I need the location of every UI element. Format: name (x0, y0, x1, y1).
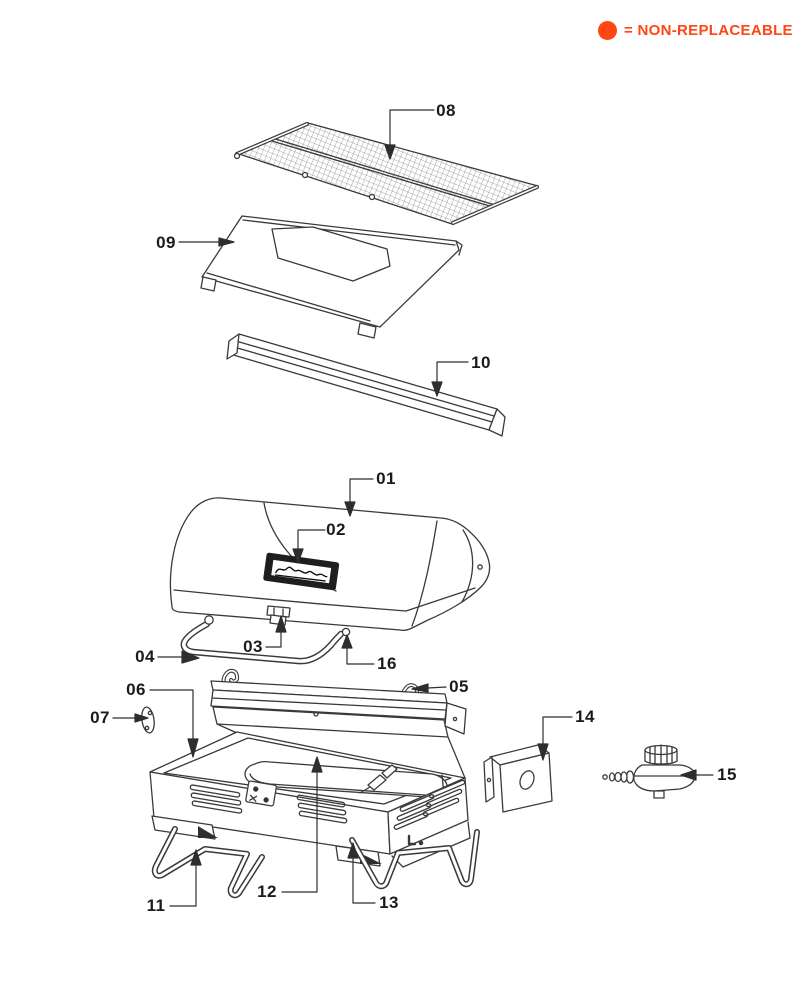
part-06-firebox-body (149, 706, 471, 868)
front-louvers-left (189, 784, 243, 814)
leader-04 (157, 650, 200, 664)
leader-05 (411, 683, 447, 693)
part-label-09: 09 (156, 233, 176, 252)
part-label-02: 02 (326, 520, 346, 539)
part-label-06: 06 (126, 680, 146, 699)
part-07-latch-keeper (141, 706, 155, 734)
part-09-heat-plate (200, 215, 463, 339)
non-replaceable-legend: = NON-REPLACEABLE (598, 21, 793, 40)
leader-16 (341, 634, 375, 665)
part-label-04: 04 (135, 647, 155, 666)
part-label-13: 13 (379, 893, 399, 912)
leader-11 (169, 849, 202, 907)
part-11-folding-legs (151, 826, 480, 899)
part-label-14: 14 (575, 707, 595, 726)
igniter-box (245, 780, 277, 807)
leader-01 (344, 478, 374, 517)
leader-09 (178, 237, 235, 247)
part-label-16: 16 (377, 654, 397, 673)
part-14-mounting-bracket (483, 744, 553, 813)
part-05-hinge-rail (210, 668, 467, 735)
leader-14 (537, 716, 573, 761)
leader-03 (265, 615, 287, 648)
part-label-01: 01 (376, 469, 396, 488)
part-label-08: 08 (436, 101, 456, 120)
part-16-screw (341, 627, 351, 637)
leader-08 (384, 109, 435, 160)
part-label-03: 03 (243, 637, 263, 656)
side-louvers (393, 779, 466, 830)
leader-06 (149, 689, 199, 758)
leader-02 (292, 529, 326, 564)
leader-lines (112, 109, 714, 907)
part-08-cooking-grate (233, 122, 539, 225)
part-15-regulator (602, 744, 696, 799)
leader-15 (680, 769, 714, 781)
part-label-11: 11 (146, 896, 166, 915)
part-label-15: 15 (717, 765, 737, 784)
non-replaceable-dot-icon (598, 21, 617, 40)
part-02-brand-logo-plate (263, 552, 340, 591)
leader-13 (347, 842, 376, 904)
part-04-handle (180, 615, 345, 665)
part-label-12: 12 (257, 882, 277, 901)
leader-07 (112, 713, 149, 723)
part-label-05: 05 (449, 677, 469, 696)
part-label-10: 10 (471, 353, 491, 372)
leader-10 (431, 361, 469, 397)
part-10-grease-tray (226, 333, 506, 437)
part-label-07: 07 (90, 708, 110, 727)
leader-12 (281, 756, 323, 893)
non-replaceable-legend-text: = NON-REPLACEABLE (624, 22, 793, 39)
front-louvers-center (296, 794, 348, 824)
